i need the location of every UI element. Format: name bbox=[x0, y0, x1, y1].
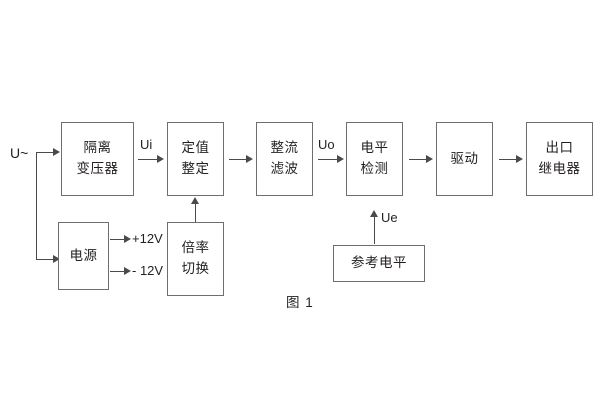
block-isolation-transformer-line1: 隔离 bbox=[83, 140, 112, 156]
arrowhead-reference-to-level-detect bbox=[370, 210, 378, 217]
arrowhead-multiplier-to-setting bbox=[191, 197, 199, 204]
connector-input-bus-vertical bbox=[36, 152, 37, 259]
arrowhead-level-detect-to-drive bbox=[426, 155, 433, 163]
signal-label-plus-12v: +12V bbox=[132, 231, 163, 246]
arrowhead-setting-to-rectify bbox=[246, 155, 253, 163]
block-isolation-transformer-line2: 变压器 bbox=[76, 161, 119, 176]
arrowhead-minus-12v bbox=[124, 267, 131, 275]
arrowhead-input-to-transformer bbox=[53, 148, 60, 156]
connector-transformer-to-setting bbox=[138, 159, 158, 160]
block-setting-value-line2: 整定 bbox=[181, 161, 210, 176]
block-power-supply[interactable]: 电源 bbox=[58, 222, 109, 290]
block-reference-level[interactable]: 参考电平 bbox=[333, 245, 425, 282]
signal-label-minus-12v: - 12V bbox=[132, 263, 164, 278]
block-multiplier-switch[interactable]: 倍率 切换 bbox=[167, 222, 224, 296]
connector-reference-to-level-detect bbox=[374, 216, 375, 244]
block-setting-value-line1: 定值 bbox=[181, 140, 210, 156]
block-multiplier-switch-line2: 切换 bbox=[181, 261, 210, 276]
block-output-relay-line2: 继电器 bbox=[538, 161, 581, 176]
block-level-detect-line2: 检测 bbox=[360, 161, 389, 176]
signal-label-uo: Uo bbox=[318, 137, 335, 152]
figure-caption: 图 1 bbox=[286, 295, 314, 310]
block-rectify-filter-line1: 整流 bbox=[270, 140, 299, 156]
block-rectify-filter-line2: 滤波 bbox=[270, 161, 299, 176]
connector-power-minus-12v bbox=[110, 271, 128, 272]
arrowhead-transformer-to-setting bbox=[157, 155, 164, 163]
block-power-supply-line1: 电源 bbox=[69, 247, 98, 263]
block-isolation-transformer[interactable]: 隔离 变压器 bbox=[61, 122, 134, 196]
block-output-relay-line1: 出口 bbox=[545, 140, 574, 156]
block-setting-value[interactable]: 定值 整定 bbox=[167, 122, 224, 196]
connector-power-plus-12v bbox=[110, 239, 128, 240]
block-multiplier-switch-line1: 倍率 bbox=[181, 240, 210, 256]
block-level-detect[interactable]: 电平 检测 bbox=[346, 122, 403, 196]
block-level-detect-line1: 电平 bbox=[360, 140, 389, 156]
block-rectify-filter[interactable]: 整流 滤波 bbox=[256, 122, 313, 196]
connector-input-to-transformer bbox=[36, 152, 54, 153]
arrowhead-rectify-to-level-detect bbox=[337, 155, 344, 163]
arrowhead-drive-to-output-relay bbox=[516, 155, 523, 163]
arrowhead-input-to-power-supply bbox=[53, 255, 60, 263]
connector-setting-to-rectify bbox=[229, 159, 247, 160]
connector-rectify-to-level-detect bbox=[318, 159, 338, 160]
connector-drive-to-output-relay bbox=[499, 159, 517, 160]
input-label-u-ac: U~ bbox=[10, 145, 29, 161]
block-output-relay[interactable]: 出口 继电器 bbox=[526, 122, 593, 196]
connector-input-to-power-supply bbox=[36, 259, 54, 260]
signal-label-ue: Ue bbox=[381, 210, 398, 225]
connector-multiplier-to-setting bbox=[195, 203, 196, 222]
block-reference-level-line1: 参考电平 bbox=[351, 255, 407, 271]
signal-label-ui: Ui bbox=[140, 137, 153, 152]
connector-level-detect-to-drive bbox=[409, 159, 427, 160]
block-drive-line1: 驱动 bbox=[450, 150, 479, 166]
block-drive[interactable]: 驱动 bbox=[436, 122, 493, 196]
arrowhead-plus-12v bbox=[124, 235, 131, 243]
